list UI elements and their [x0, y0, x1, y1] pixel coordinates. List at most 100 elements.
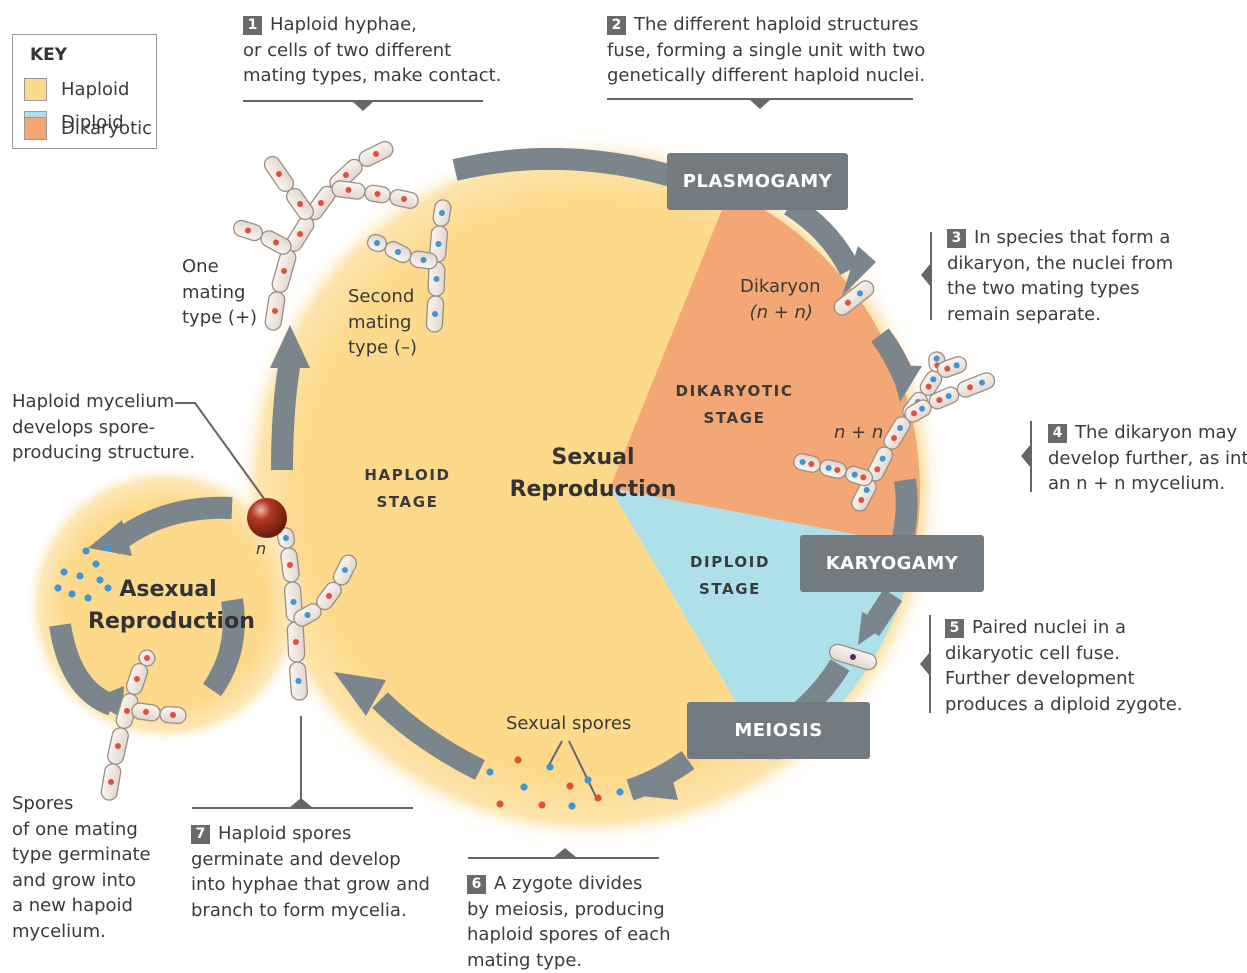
meiosis-box: MEIOSIS: [687, 702, 870, 759]
haploid-swatch: [24, 78, 47, 101]
n-label: n: [256, 536, 266, 562]
step-2-text: 2 The different haploid structures fuse, …: [607, 12, 925, 89]
dikaryotic-stage-label: DIKARYOTIC STAGE: [672, 378, 797, 432]
spore: [68, 590, 75, 597]
dikaryotic-swatch: [24, 117, 47, 140]
step-line: into hyphae that grow and: [191, 872, 430, 898]
spore: [60, 568, 67, 575]
hypha-cell: [955, 371, 997, 400]
label-line: Dikaryon: [740, 274, 820, 300]
step-line: an n + n mycelium.: [1048, 471, 1247, 497]
step-line: Haploid hyphae,: [270, 14, 417, 35]
hypha-cell: [331, 180, 366, 200]
spore: [76, 572, 83, 579]
legend-item-haploid: Haploid: [24, 77, 129, 101]
stage-line: DIKARYOTIC: [672, 378, 797, 405]
label-line: Haploid mycelium: [12, 389, 195, 415]
legend-label: Dikaryotic: [61, 118, 152, 139]
label-line: and grow into: [12, 868, 151, 894]
hypha-cell: [426, 296, 444, 333]
hypha-cell: [356, 139, 395, 169]
second-mating-type-label: Second mating type (–): [348, 284, 417, 361]
step-line: dikaryotic cell fuse.: [945, 641, 1183, 667]
center-line: Reproduction: [88, 606, 248, 638]
step-line: Paired nuclei in a: [972, 617, 1126, 638]
spore: [54, 584, 61, 591]
spore: [538, 801, 545, 808]
step-line: mating types, make contact.: [243, 63, 501, 89]
step-line: A zygote divides: [494, 873, 642, 894]
spore: [92, 560, 99, 567]
center-line: Asexual: [88, 574, 248, 606]
spore: [568, 802, 575, 809]
label-line: type (–): [348, 335, 417, 361]
haploid-mycelium-label: Haploid mycelium develops spore- produci…: [12, 389, 195, 466]
step-number: 2: [607, 16, 626, 35]
center-line: Reproduction: [508, 474, 678, 506]
step-line: mating type.: [467, 948, 671, 973]
hypha-cell: [261, 153, 296, 194]
step-number: 3: [947, 229, 966, 248]
step-line: The dikaryon may: [1075, 422, 1237, 443]
hypha-cell: [258, 228, 294, 257]
spore: [496, 800, 503, 807]
step-line: develop further, as into: [1048, 446, 1247, 472]
step-line: or cells of two different: [243, 38, 501, 64]
one-mating-type-label: One mating type (+): [182, 254, 257, 331]
plasmogamy-box: PLASMOGAMY: [667, 153, 848, 210]
diploid-stage-label: DIPLOID STAGE: [675, 549, 785, 603]
spore: [584, 776, 591, 783]
step-line: The different haploid structures: [634, 14, 918, 35]
n-plus-n-label: n + n: [834, 420, 883, 446]
spore: [566, 782, 573, 789]
step-line: haploid spores of each: [467, 922, 671, 948]
legend-item-dikaryotic: Dikaryotic: [24, 116, 152, 140]
spore: [594, 794, 601, 801]
label-line: (n + n): [740, 300, 820, 326]
stage-line: DIPLOID: [675, 549, 785, 576]
hypha-cell: [232, 218, 265, 242]
label-line: mating: [348, 310, 417, 336]
step-line: genetically different haploid nuclei.: [607, 63, 925, 89]
step-line: germinate and develop: [191, 847, 430, 873]
label-line: develops spore-: [12, 415, 195, 441]
asexual-reproduction-label: Asexual Reproduction: [88, 574, 248, 638]
hypha-cell: [289, 661, 308, 700]
spore: [520, 783, 527, 790]
spore: [616, 788, 623, 795]
spore: [514, 756, 521, 763]
stage-line: STAGE: [672, 405, 797, 432]
center-line: Sexual: [508, 442, 678, 474]
label-line: type germinate: [12, 842, 151, 868]
sexual-spores-label: Sexual spores: [506, 711, 631, 737]
spore: [486, 768, 493, 775]
step-line: fuse, forming a single unit with two: [607, 38, 925, 64]
label-line: type (+): [182, 305, 257, 331]
step-number: 7: [191, 825, 210, 844]
legend-label: Haploid: [61, 79, 129, 100]
hypha-cell: [287, 622, 305, 663]
step-line: In species that form a: [974, 227, 1170, 248]
spore: [546, 763, 553, 770]
step-line: by meiosis, producing: [467, 897, 671, 923]
label-line: a new hapoid: [12, 893, 151, 919]
sexual-reproduction-label: Sexual Reproduction: [508, 442, 678, 506]
step-number: 1: [243, 16, 262, 35]
label-line: mycelium.: [12, 919, 151, 945]
label-line: mating: [182, 280, 257, 306]
haploid-stage-label: HAPLOID STAGE: [350, 462, 465, 516]
spores-germinate-label: Spores of one mating type germinate and …: [12, 791, 151, 944]
stage-line: STAGE: [675, 576, 785, 603]
step-line: dikaryon, the nuclei from: [947, 251, 1173, 277]
step-line: produces a diploid zygote.: [945, 692, 1183, 718]
hypha-cell: [159, 706, 186, 724]
spore: [104, 544, 111, 551]
label-line: One: [182, 254, 257, 280]
spore: [82, 547, 89, 554]
stage-line: STAGE: [350, 489, 465, 516]
stage-line: HAPLOID: [350, 462, 465, 489]
